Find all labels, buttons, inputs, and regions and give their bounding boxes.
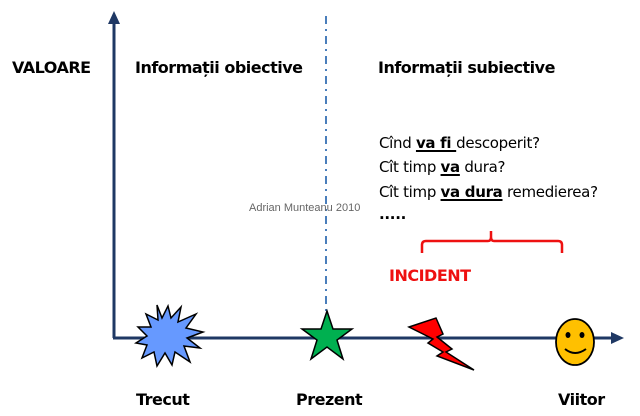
ellipsis: ..... <box>379 205 406 223</box>
explosion-icon <box>133 303 206 368</box>
x-axis-arrowhead <box>611 332 624 344</box>
question-1-pre: Cînd <box>379 134 416 152</box>
question-2-post: dura? <box>459 158 506 176</box>
question-3-pre: Cît timp <box>379 183 441 201</box>
timeline-label-future: Viitor <box>558 390 605 409</box>
question-3-emphasis: va dura <box>440 183 503 201</box>
smiley-icon <box>555 318 595 366</box>
section-subjective-title: Informații subiective <box>378 58 555 77</box>
watermark: Adrian Munteanu 2010 <box>249 202 361 214</box>
question-1-emphasis: va fi <box>415 134 457 152</box>
incident-bracket <box>420 231 564 253</box>
question-1-post: descoperit? <box>456 134 540 152</box>
incident-label: INCIDENT <box>389 266 471 285</box>
question-3: Cît timp va dura remedierea? <box>379 183 598 201</box>
question-1: Cînd va fi descoperit? <box>379 134 540 152</box>
timeline-label-past: Trecut <box>136 390 190 409</box>
question-2-emphasis: va <box>440 158 461 176</box>
question-2: Cît timp va dura? <box>379 158 505 176</box>
lightning-icon <box>407 317 475 371</box>
question-2-pre: Cît timp <box>379 158 441 176</box>
y-axis-arrowhead <box>108 11 120 24</box>
section-objective-title: Informații obiective <box>135 58 303 77</box>
star-icon <box>299 308 355 362</box>
y-axis-label: VALOARE <box>12 58 91 77</box>
timeline-label-present: Prezent <box>296 390 363 409</box>
question-3-post: remedierea? <box>502 183 598 201</box>
